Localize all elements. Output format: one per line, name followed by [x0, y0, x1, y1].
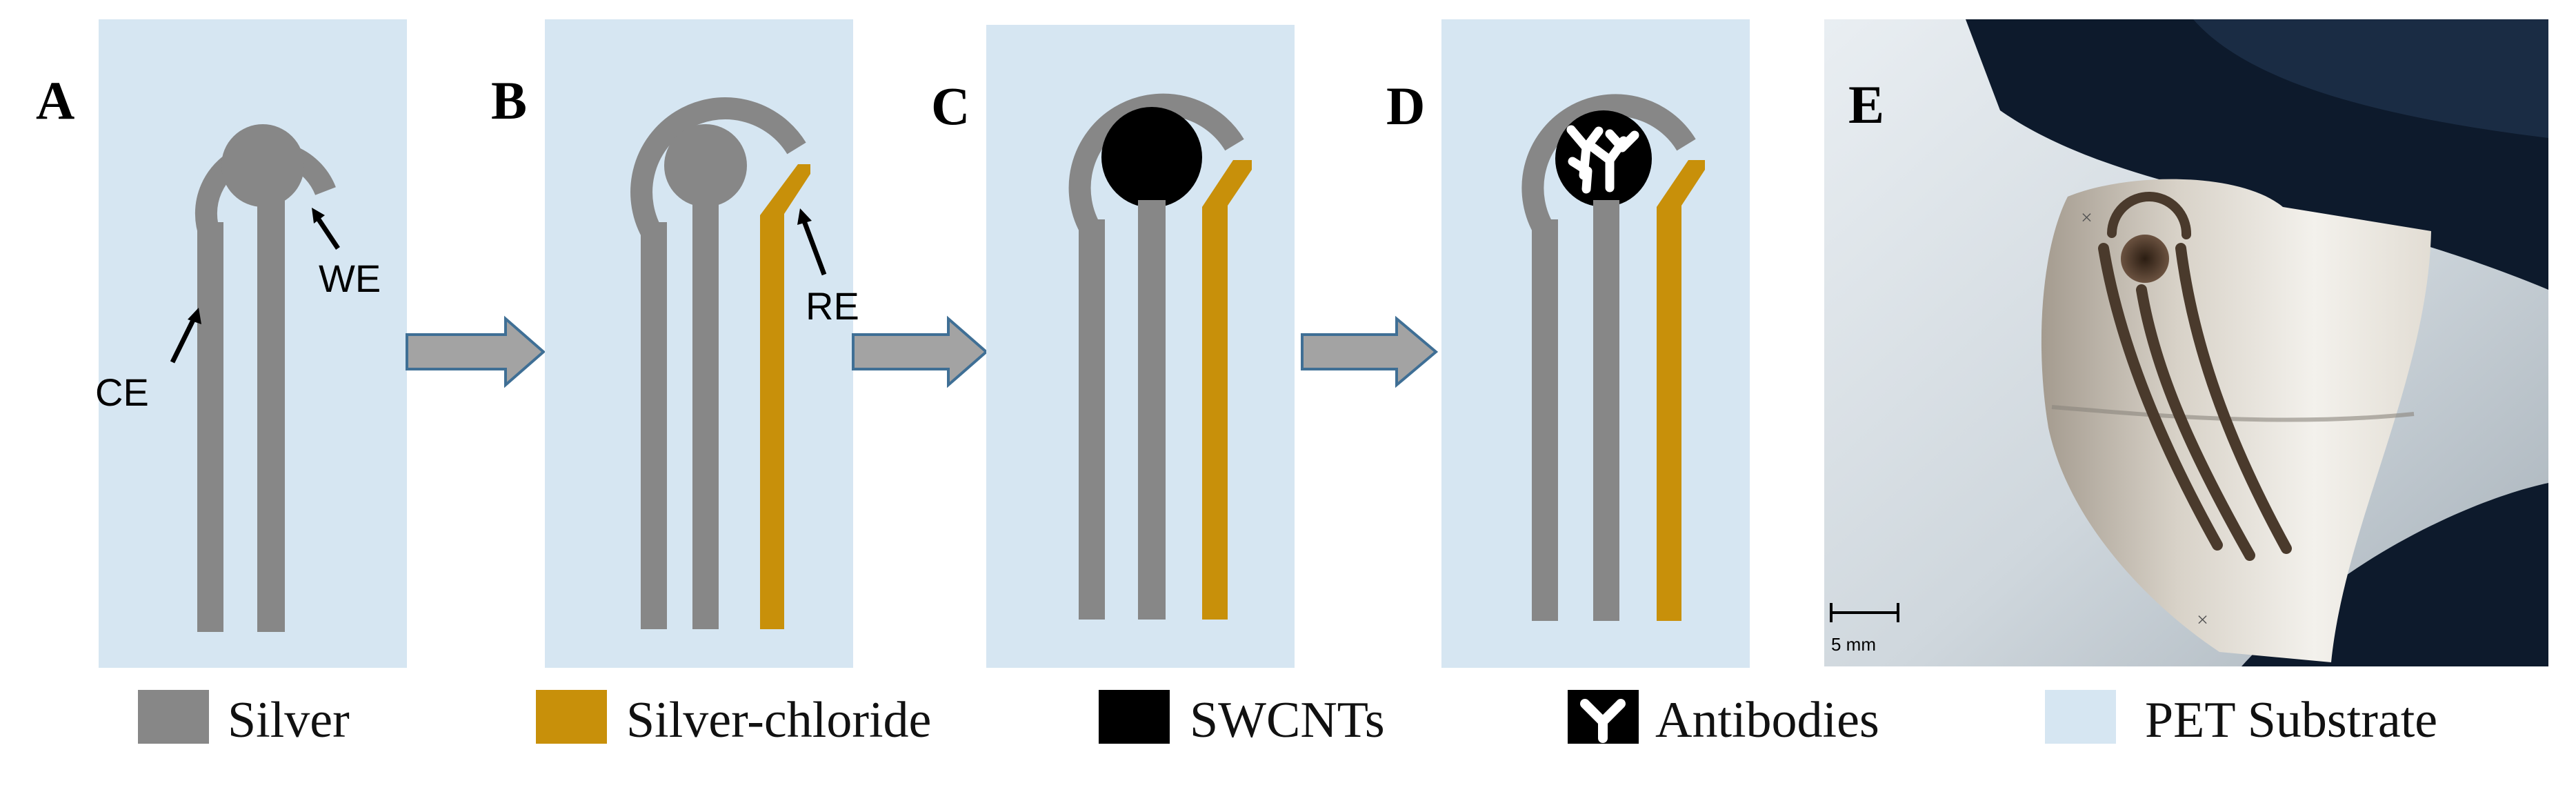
legend-item-silver-chloride: Silver-chloride: [536, 690, 931, 749]
re-pointer-arrow: [801, 218, 827, 276]
reference-electrode: [1657, 160, 1705, 621]
legend-item-antibodies: Antibodies: [1568, 690, 1879, 749]
working-electrode-pad-photo: [2121, 235, 2169, 283]
immobilized-antibody-icons: [1566, 125, 1639, 194]
legend-swatch-silver-chloride: [536, 690, 607, 744]
legend-swatch-swcnts: [1099, 690, 1170, 744]
legend-label-swcnts: SWCNTs: [1190, 692, 1385, 749]
scale-bar: 5 mm: [1830, 603, 1899, 655]
legend-label-silver: Silver: [228, 692, 350, 749]
panel-letter-d: D: [1386, 76, 1425, 136]
legend: Silver Silver-chloride SWCNTs Antibodies…: [138, 690, 2437, 749]
we-pointer-arrow: [315, 216, 340, 250]
working-electrode-lead: [692, 192, 719, 629]
counter-electrode-lead: [197, 222, 223, 632]
working-electrode-pad: [664, 124, 747, 207]
re-pointer-arrowhead: [797, 208, 812, 225]
re-label: RE: [806, 284, 859, 328]
panel-letter-b: B: [491, 70, 527, 130]
process-arrow-c-d: [1301, 315, 1439, 388]
pet-substrate: [99, 19, 407, 668]
reference-electrode: [1202, 160, 1252, 620]
legend-label-antibodies: Antibodies: [1655, 692, 1879, 749]
ce-label: CE: [95, 370, 149, 414]
antibody-icon: [1580, 699, 1626, 743]
printed-electrodes: [2098, 192, 2292, 561]
working-electrode-pad: [221, 124, 304, 207]
counter-electrode-lead: [1532, 219, 1558, 621]
panel-c: C: [931, 25, 1295, 668]
process-arrow-b-c: [852, 315, 989, 388]
counter-electrode-arc: [630, 97, 806, 242]
working-electrode-lead: [1593, 200, 1619, 621]
counter-electrode-arc: [1068, 93, 1244, 237]
scale-bar-label: 5 mm: [1831, 634, 1876, 655]
legend-swatch-pet-substrate: [2045, 690, 2116, 744]
panel-letter-a: A: [36, 70, 74, 130]
we-pointer-arrowhead: [312, 208, 325, 224]
ce-pointer-arrowhead: [188, 308, 201, 324]
legend-label-pet-substrate: PET Substrate: [2145, 692, 2437, 749]
working-electrode-lead: [1138, 200, 1166, 620]
panel-b: B RE: [491, 19, 859, 668]
reference-electrode: [760, 164, 810, 629]
panel-d: D: [1386, 19, 1750, 668]
strip-reflection: [2051, 405, 2415, 422]
legend-label-silver-chloride: Silver-chloride: [626, 692, 931, 749]
counter-electrode-lead: [641, 222, 667, 629]
swcnt-coated-working-electrode: [1101, 107, 1202, 208]
alignment-mark: ×: [2081, 206, 2093, 229]
legend-item-swcnts: SWCNTs: [1099, 690, 1385, 749]
counter-electrode-arc: [1521, 94, 1696, 237]
panel-a: A WE CE: [36, 19, 407, 668]
panel-e-photo: × × 5 mm E: [1824, 19, 2548, 666]
gloved-hand-shading: [2193, 19, 2548, 138]
legend-swatch-silver: [138, 690, 209, 744]
working-electrode-lead: [257, 192, 285, 632]
panel-letter-c: C: [931, 76, 970, 136]
legend-item-pet-substrate: PET Substrate: [2045, 690, 2437, 749]
counter-electrode-lead: [1079, 219, 1105, 620]
alignment-mark: ×: [2197, 608, 2208, 631]
panel-letter-e: E: [1848, 75, 1884, 135]
ce-pointer-arrow: [170, 316, 197, 364]
legend-item-silver: Silver: [138, 690, 350, 749]
process-arrow-a-b: [406, 315, 546, 388]
we-label: WE: [319, 257, 381, 300]
